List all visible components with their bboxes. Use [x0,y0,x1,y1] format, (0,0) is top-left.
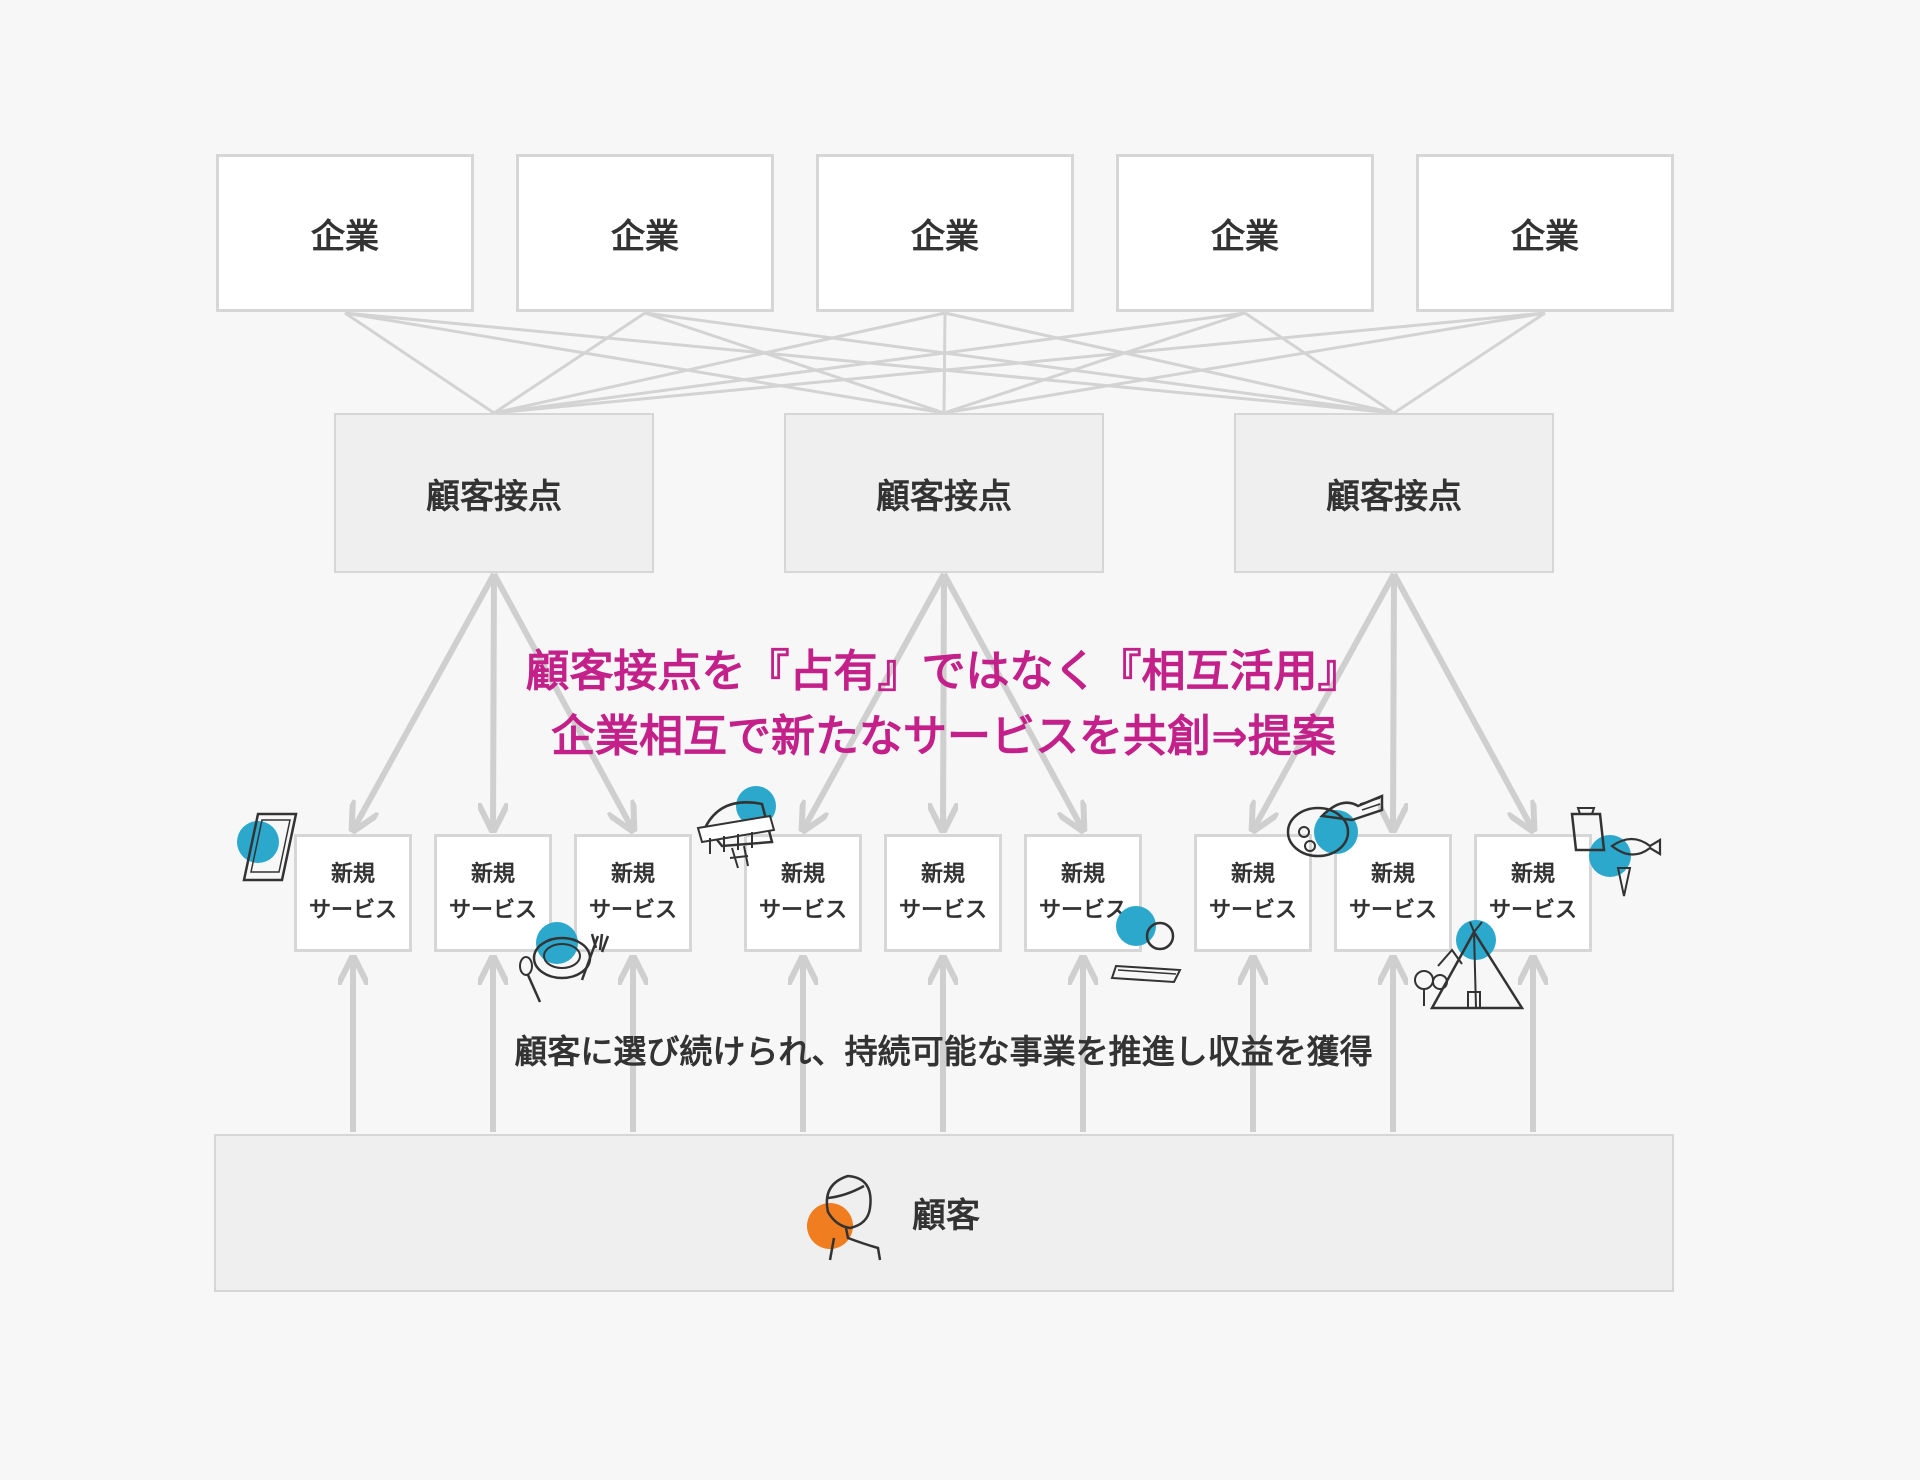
touchpoint-service-arrow [941,572,1083,830]
service-box: 新規サービス [434,834,552,952]
company-box: 企業 [816,154,1074,312]
touchpoint-service-arrow [493,573,494,830]
service-line-2: サービス [588,898,677,923]
company-touchpoint-link [942,312,947,414]
compact-mirror-icon [1110,906,1182,984]
company-touchpoint-link [944,311,1395,415]
service-line-1: 新規 [1060,862,1105,887]
service-line-2: サービス [1038,898,1127,923]
company-touchpoint-link [943,311,1546,415]
company-label: 企業 [311,216,379,257]
service-box: 新規サービス [294,834,412,952]
company-label: 企業 [911,216,979,257]
company-touchpoint-link [644,311,945,415]
painting-palette-icon [1286,794,1384,858]
storefront-icon [696,786,776,869]
service-line-1: 新規 [610,862,655,887]
service-line-1: 新規 [470,862,515,887]
touchpoint-label: 顧客接点 [426,476,562,517]
company-touchpoint-link [344,311,945,415]
service-line-2: サービス [308,898,397,923]
company-label: 企業 [611,216,679,257]
tablet-icon [237,812,298,882]
touchpoint-box: 顧客接点 [784,413,1104,573]
camping-tent-icon [1414,920,1524,1010]
customer-label: 顧客 [912,1196,980,1236]
service-line-1: 新規 [330,862,375,887]
company-touchpoint-link [493,311,1246,415]
headline-line-2: 企業相互で新たなサービスを共創⇒提案 [551,711,1336,762]
service-box: 新規サービス [1334,834,1452,952]
service-line-2: サービス [1488,898,1577,923]
headline-line-1: 顧客接点を『占有』ではなく『相互活用』 [525,646,1362,697]
service-line-2: サービス [1348,898,1437,923]
touchpoint-service-arrow [1253,572,1397,830]
company-box: 企業 [516,154,774,312]
service-line-1: 新規 [1510,862,1555,887]
company-box: 企業 [1416,154,1674,312]
service-line-1: 新規 [920,862,965,887]
touchpoint-service-arrow [1393,573,1394,830]
service-box: 新規サービス [744,834,862,952]
touchpoint-label: 顧客接点 [1326,476,1462,517]
service-line-2: サービス [758,898,847,923]
sub-caption: 顧客に選び続けられ、持続可能な事業を推進し収益を獲得 [514,1032,1373,1071]
service-line-2: サービス [448,898,537,923]
touchpoint-label: 顧客接点 [876,476,1012,517]
person-icon [807,1174,882,1261]
service-box: 新規サービス [1194,834,1312,952]
service-line-1: 新規 [1230,862,1275,887]
company-label: 企業 [1511,216,1579,257]
service-box: 新規サービス [574,834,692,952]
service-line-2: サービス [1208,898,1297,923]
touchpoint-service-arrow [1391,572,1533,830]
touchpoint-service-arrow [491,572,633,830]
company-touchpoint-link [493,311,646,415]
grocery-icon [1570,807,1662,897]
company-box: 企業 [1116,154,1374,312]
company-touchpoint-link [493,311,946,415]
touchpoint-box: 顧客接点 [334,413,654,573]
service-line-1: 新規 [1370,862,1415,887]
service-line-1: 新規 [780,862,825,887]
touchpoint-box: 顧客接点 [1234,413,1554,573]
company-touchpoint-link [1244,311,1395,415]
company-touchpoint-link [1393,311,1546,415]
company-touchpoint-link [344,311,495,415]
company-touchpoint-link [493,311,1546,415]
service-box: 新規サービス [884,834,1002,952]
touchpoint-service-arrow [943,573,944,830]
customer-box [214,1134,1674,1292]
company-touchpoint-link [943,311,1246,415]
touchpoint-service-arrow [803,572,947,830]
touchpoint-service-arrow [353,572,497,830]
company-label: 企業 [1211,216,1279,257]
dining-icon [519,922,610,1003]
company-box: 企業 [216,154,474,312]
service-line-2: サービス [898,898,987,923]
